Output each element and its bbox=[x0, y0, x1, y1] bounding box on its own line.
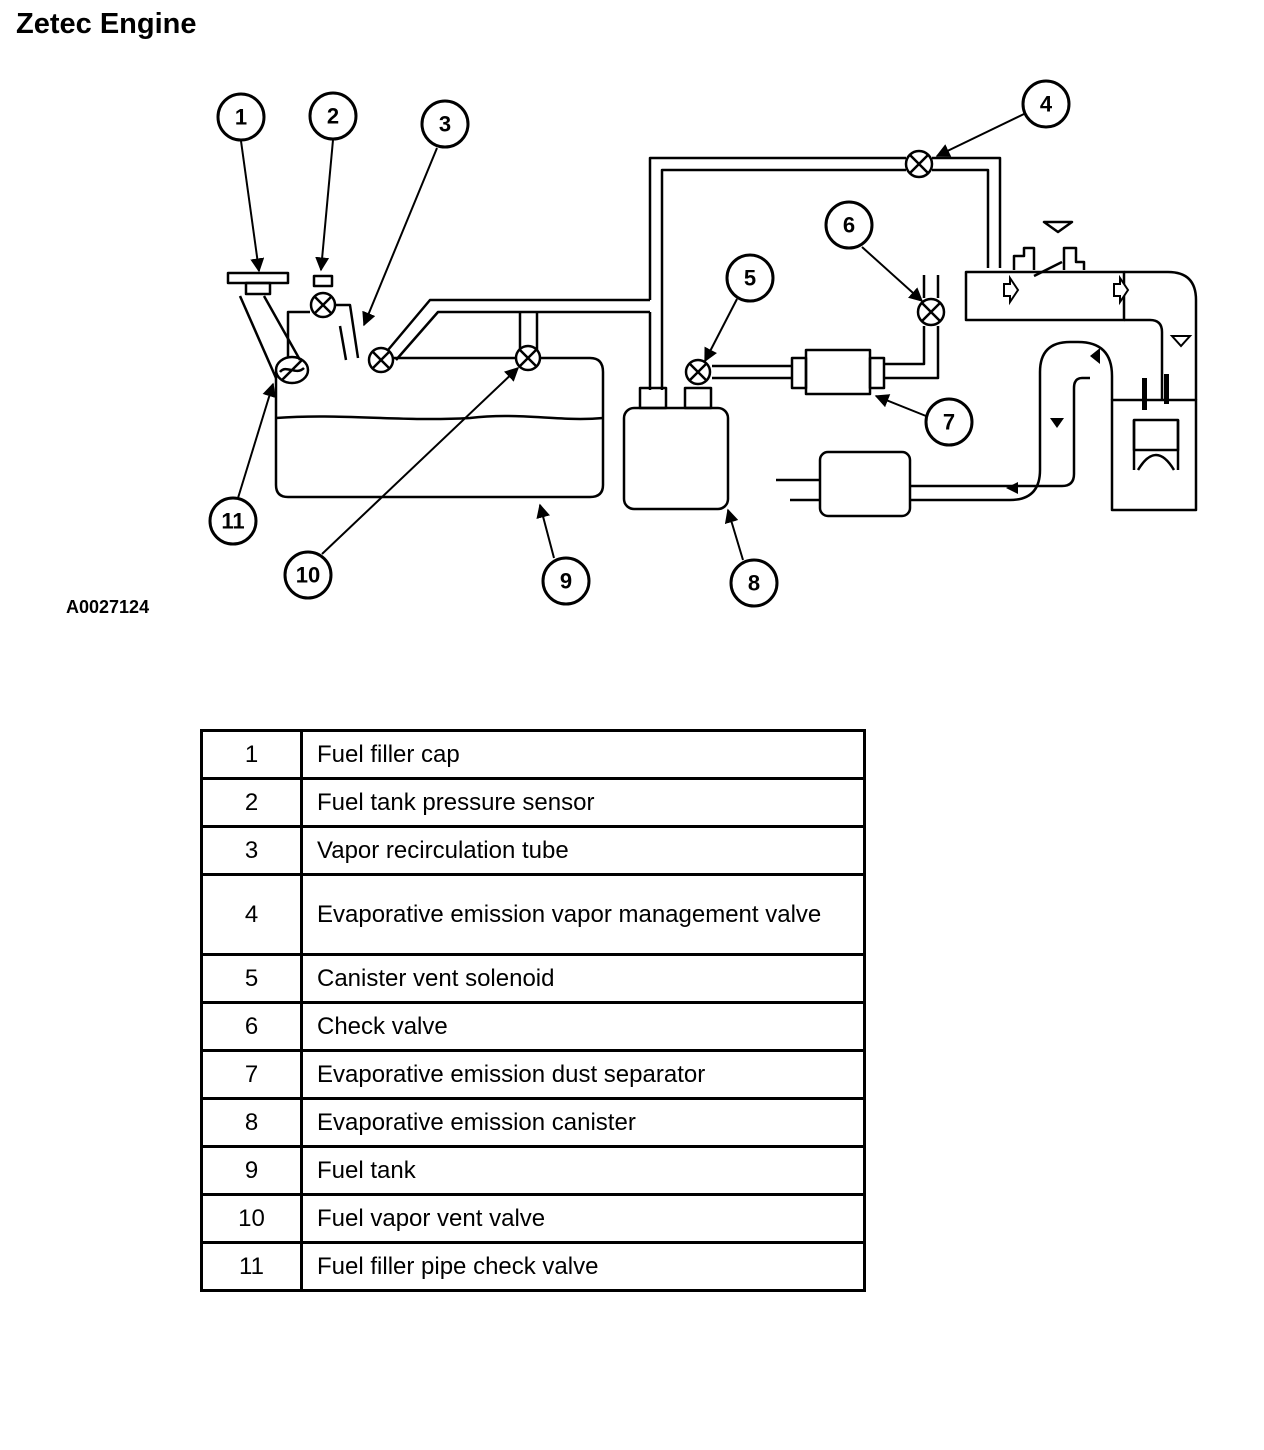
svg-text:1: 1 bbox=[235, 105, 247, 130]
canister-shape bbox=[622, 406, 730, 511]
fuel-filler-cap-shape bbox=[226, 271, 290, 285]
pressure-sensor-valve-icon bbox=[309, 291, 337, 319]
legend-number: 5 bbox=[200, 953, 303, 1004]
svg-text:6: 6 bbox=[843, 213, 855, 238]
svg-text:8: 8 bbox=[748, 571, 760, 596]
legend-number: 7 bbox=[200, 1049, 303, 1100]
legend-label: Fuel tank bbox=[300, 1145, 866, 1196]
muffler-shape bbox=[818, 450, 912, 518]
vapor-recirculation-tube bbox=[387, 298, 650, 351]
check-valve-icon bbox=[916, 297, 946, 327]
callout-4: 4 bbox=[1021, 79, 1071, 129]
svg-text:3: 3 bbox=[439, 112, 451, 137]
exhaust-pipe bbox=[910, 340, 1114, 502]
legend-label: Canister vent solenoid bbox=[300, 953, 866, 1004]
intake-manifold-shape bbox=[964, 270, 1126, 322]
canister-vent-solenoid-icon bbox=[684, 358, 712, 386]
callout-1: 1 bbox=[216, 92, 266, 142]
callout-2: 2 bbox=[308, 91, 358, 141]
svg-text:4: 4 bbox=[1040, 92, 1053, 117]
legend-label: Fuel filler cap bbox=[300, 729, 866, 780]
legend-number: 10 bbox=[200, 1193, 303, 1244]
svg-text:10: 10 bbox=[296, 563, 320, 588]
legend-number: 6 bbox=[200, 1001, 303, 1052]
legend-number: 4 bbox=[200, 873, 303, 956]
callout-7: 7 bbox=[924, 397, 974, 447]
callout-9: 9 bbox=[541, 556, 591, 606]
evap-system-diagram: 1 2 3 4 5 6 7 8 9 10 11 bbox=[208, 79, 1198, 608]
svg-text:7: 7 bbox=[943, 410, 955, 435]
legend-number: 2 bbox=[200, 777, 303, 828]
pressure-sensor-shape bbox=[312, 274, 334, 288]
legend-label: Fuel filler pipe check valve bbox=[300, 1241, 866, 1292]
legend-label: Evaporative emission vapor management va… bbox=[300, 873, 866, 956]
svg-text:11: 11 bbox=[221, 509, 244, 534]
legend-label: Evaporative emission dust separator bbox=[300, 1049, 866, 1100]
legend-number: 8 bbox=[200, 1097, 303, 1148]
vapor-management-valve-icon bbox=[904, 149, 934, 179]
legend-number: 1 bbox=[200, 729, 303, 780]
legend-number: 3 bbox=[200, 825, 303, 876]
fuel-level-line bbox=[275, 414, 604, 421]
legend-label: Evaporative emission canister bbox=[300, 1097, 866, 1148]
legend-number: 11 bbox=[200, 1241, 303, 1292]
callout-3: 3 bbox=[420, 99, 470, 149]
svg-text:5: 5 bbox=[744, 266, 756, 291]
svg-text:2: 2 bbox=[327, 104, 339, 129]
dust-separator-shape bbox=[804, 348, 872, 396]
legend-label: Fuel tank pressure sensor bbox=[300, 777, 866, 828]
engine-block-shape bbox=[1110, 398, 1198, 512]
callout-11: 11 bbox=[208, 496, 258, 546]
callout-5: 5 bbox=[725, 253, 775, 303]
page-title: Zetec Engine bbox=[16, 8, 197, 40]
vent-valve-icon bbox=[514, 344, 542, 372]
legend-label: Check valve bbox=[300, 1001, 866, 1052]
filler-neck bbox=[238, 295, 278, 379]
legend-label: Vapor recirculation tube bbox=[300, 825, 866, 876]
callout-6: 6 bbox=[824, 200, 874, 250]
recirculation-valve-icon bbox=[367, 346, 395, 374]
figure-id: A0027124 bbox=[66, 597, 150, 617]
filler-pipe-check-valve-shape bbox=[274, 355, 310, 385]
legend-label: Fuel vapor vent valve bbox=[300, 1193, 866, 1244]
callout-8: 8 bbox=[729, 558, 779, 608]
svg-text:9: 9 bbox=[560, 569, 572, 594]
callout-10: 10 bbox=[283, 550, 333, 600]
legend-number: 9 bbox=[200, 1145, 303, 1196]
fuel-tank-shape bbox=[274, 356, 605, 499]
